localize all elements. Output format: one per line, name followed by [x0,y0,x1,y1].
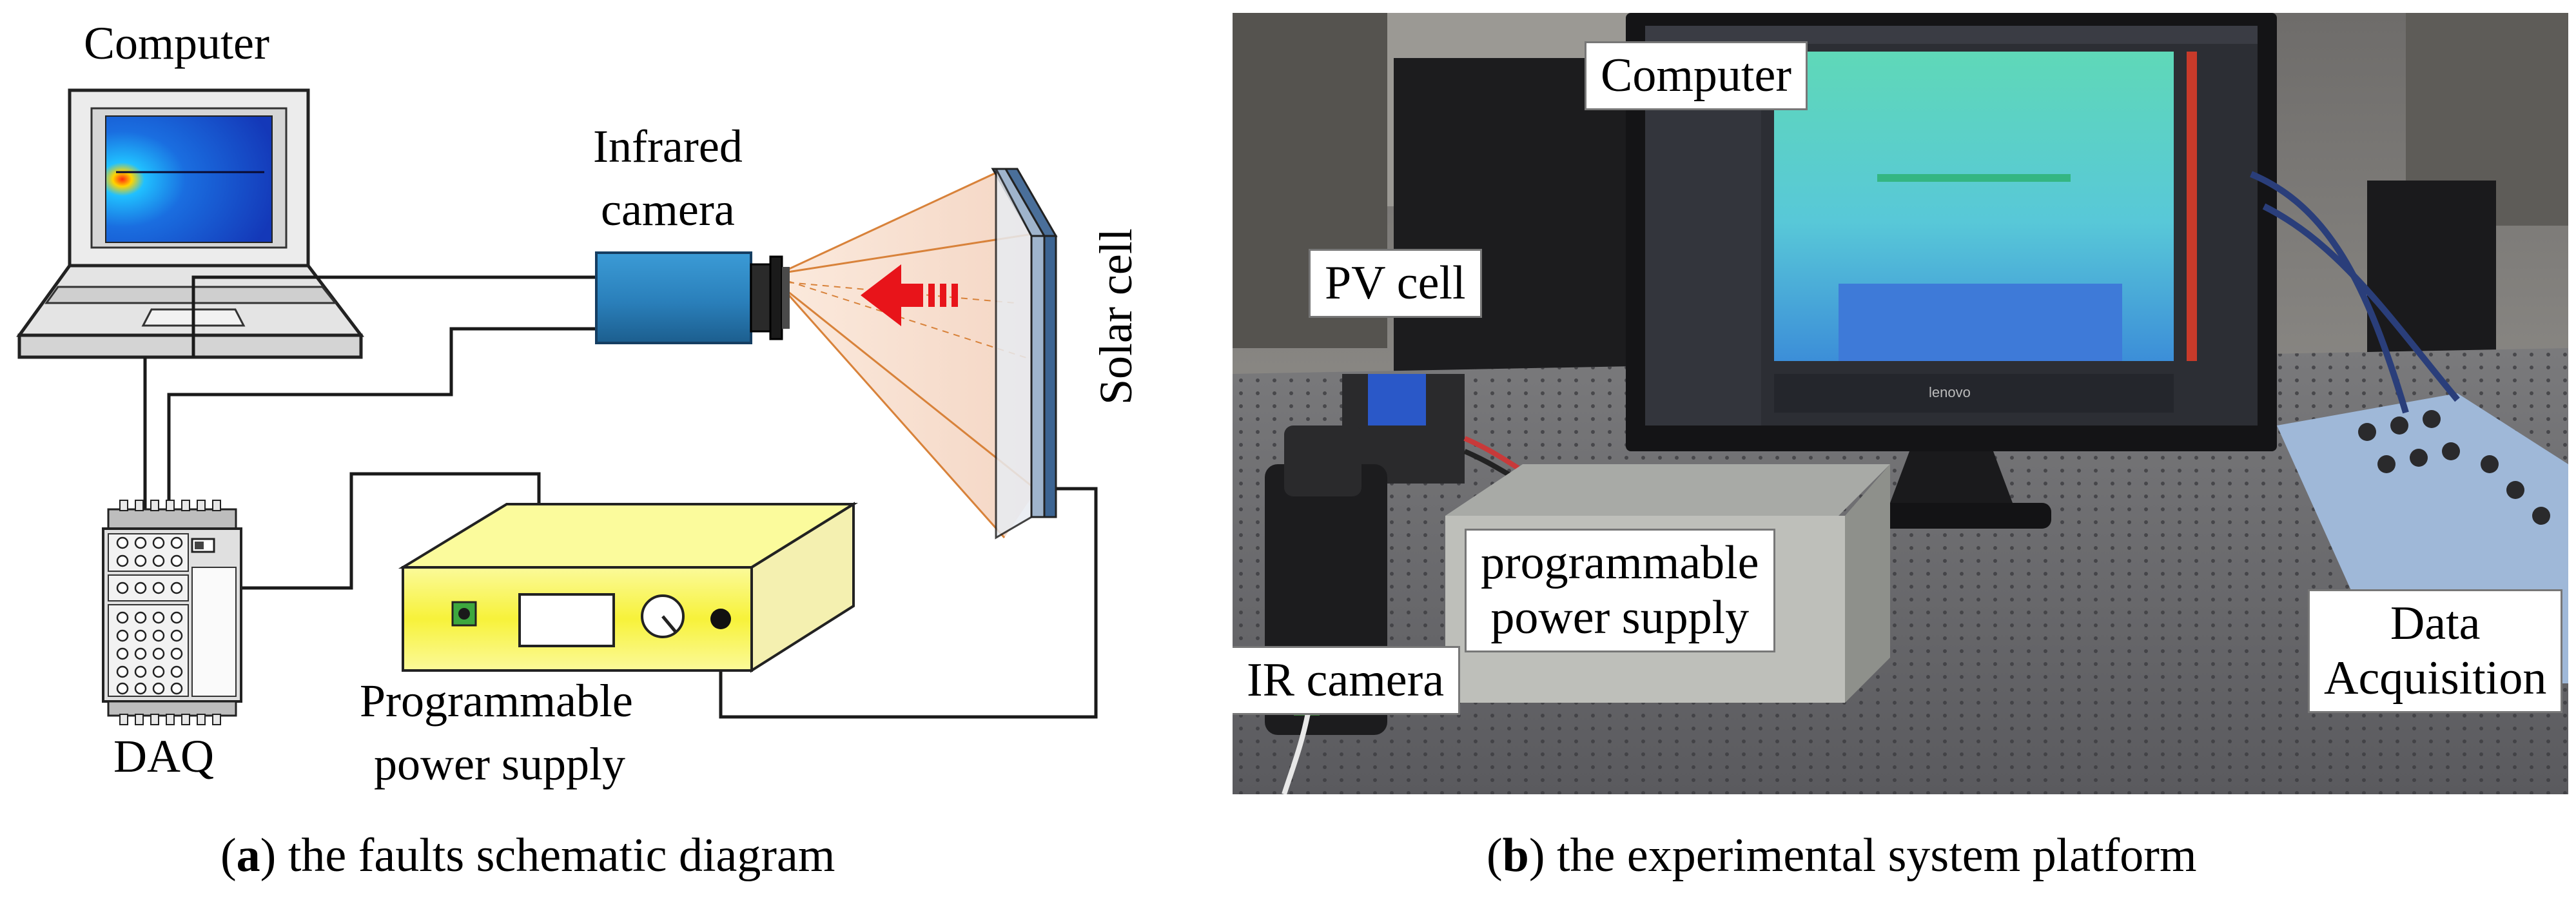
monitor-brand-text: lenovo [1929,384,1971,400]
caption-b: (b) the experimental system platform [1487,829,2197,882]
caption-a-letter: a [236,829,260,882]
tag-data-acquisition: Data Acquisition [2308,589,2563,714]
solar-cell-panel [991,168,1058,540]
caption-a: (a) the faults schematic diagram [220,829,835,882]
caption-b-text: the experimental system platform [1545,829,2197,882]
infrared-camera [595,251,790,344]
tag-data-acquisition-line2: Acquisition [2324,652,2547,705]
label-infrared-camera-line2: camera [601,184,735,235]
tag-pv-cell: PV cell [1309,249,1482,318]
photo-scene: lenovo [1233,13,2568,794]
caption-b-letter: b [1502,829,1529,882]
label-solar-cell: Solar cell [1090,228,1142,405]
programmable-power-supply [398,502,859,673]
tag-ir-camera: IR camera [1233,646,1461,716]
experimental-platform-photo: lenovo Computer PV cell programmable pow… [1233,13,2568,794]
caption-a-text: the faults schematic diagram [276,829,835,882]
tag-data-acquisition-line1: Data [2390,597,2481,650]
daq-device [102,500,242,725]
tag-power-supply-line1: programmable [1481,536,1759,589]
heat-direction-arrow-icon [861,264,958,326]
thermal-image-screen [105,115,273,243]
laptop-computer [16,88,365,359]
tag-power-supply: programmable power supply [1465,529,1775,653]
faults-schematic-diagram [16,88,1098,725]
label-infrared-camera-line1: Infrared [593,121,743,172]
label-daq: DAQ [113,730,214,782]
label-computer: Computer [84,17,269,69]
tag-power-supply-line2: power supply [1490,591,1750,645]
tag-computer: Computer [1585,41,1808,111]
wiring [143,275,1098,719]
label-power-supply-line2: power supply [374,738,625,790]
label-power-supply-line1: Programmable [360,675,633,727]
